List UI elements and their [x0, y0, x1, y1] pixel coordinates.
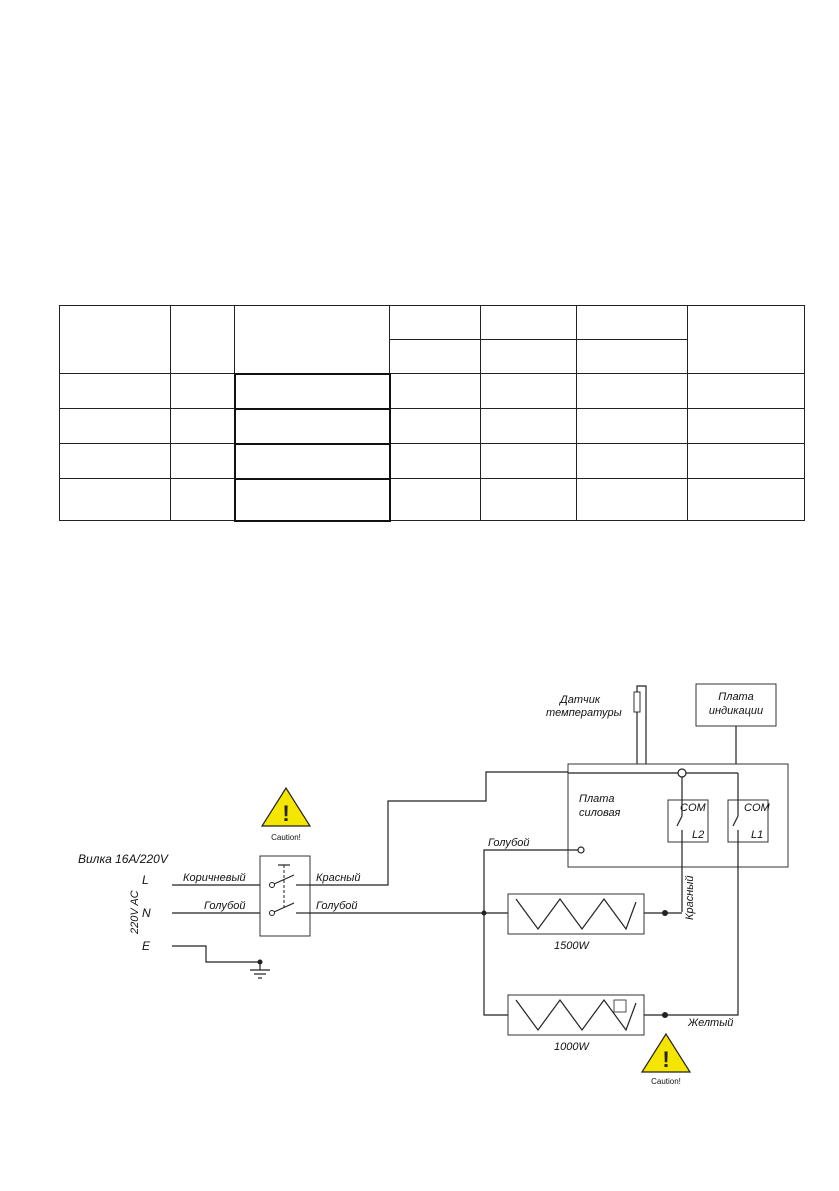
table-row: [59, 372, 805, 410]
table-cell: [233, 407, 391, 445]
table-row: [59, 305, 805, 374]
table-cell: [389, 373, 481, 409]
power-switch: [259, 855, 311, 937]
table-cell: [59, 305, 171, 374]
heater-1000w: 1000W Желтый: [507, 994, 733, 1053]
table-cell: [170, 443, 235, 479]
spec-table: [59, 305, 805, 522]
table-cell: [170, 373, 235, 409]
heater-1500w-label: 1500W: [554, 940, 590, 952]
table-cell: [480, 443, 577, 479]
table-cell: [59, 408, 171, 444]
wire-yellow-label: Желтый: [687, 1017, 733, 1029]
wire-red-vertical-label: Красный: [684, 876, 696, 920]
table-cell: [687, 373, 805, 409]
table-cell: [480, 478, 577, 521]
table-cell: [389, 305, 481, 340]
table-row: [59, 477, 805, 522]
wire-blue-out-label: Голубой: [316, 900, 358, 912]
wire-brown-label: Коричневый: [183, 872, 246, 884]
plug-label: Вилка 16А/220V: [78, 852, 169, 866]
indicator-board: Плата индикации: [695, 683, 777, 764]
terminal-l: L: [142, 873, 149, 887]
table-cell: [480, 373, 577, 409]
relay-l1-label: L1: [751, 829, 763, 841]
table-cell: [687, 443, 805, 479]
power-board-label-1: Плата: [579, 793, 614, 805]
table-row: [59, 407, 805, 445]
table-cell: [576, 305, 688, 340]
table-cell: [234, 305, 390, 374]
table-cell: [687, 478, 805, 521]
table-cell: [233, 477, 391, 522]
table-cell: [576, 478, 688, 521]
svg-text:!: !: [662, 1047, 669, 1072]
temperature-sensor: Датчик температуры: [546, 685, 647, 768]
table-row: [59, 442, 805, 480]
caution-bottom-label: Caution!: [651, 1077, 681, 1085]
table-cell: [389, 443, 481, 479]
switch-output: Красный Голубой Голубой: [310, 771, 578, 1016]
table-cell: [59, 373, 171, 409]
terminal-n: N: [142, 906, 151, 920]
table-cell: [576, 339, 688, 374]
wiring-diagram: Датчик температуры Плата индикации Плата…: [78, 683, 789, 1085]
table-cell: [480, 339, 577, 374]
warning-icon: [260, 786, 312, 827]
svg-text:!: !: [282, 801, 289, 826]
table-cell: [687, 305, 805, 374]
relay-l2-label: L2: [692, 829, 704, 841]
power-board-label-2: силовая: [579, 807, 621, 819]
wire-blue-top-label: Голубой: [488, 837, 530, 849]
sensor-label-1: Датчик: [558, 694, 601, 706]
table-cell: [576, 373, 688, 409]
table-cell: [233, 442, 391, 480]
indicator-board-label-2: индикации: [709, 705, 763, 717]
table-cell: [576, 443, 688, 479]
indicator-board-label-1: Плата: [718, 691, 753, 703]
table-cell: [480, 408, 577, 444]
wire-red-out-label: Красный: [316, 872, 360, 884]
table-cell: [233, 372, 391, 410]
table-cell: [389, 408, 481, 444]
table-cell: [170, 478, 235, 521]
thermal-fuse-icon: [613, 999, 627, 1013]
table-cell: [687, 408, 805, 444]
heater-1000w-label: 1000W: [554, 1041, 590, 1053]
sensor-label-2: температуры: [546, 707, 622, 719]
relay-l1: [727, 799, 769, 843]
wire-blue-left-label: Голубой: [204, 900, 246, 912]
table-cell: [170, 305, 235, 374]
table-cell: [389, 339, 481, 374]
terminal-e: E: [142, 939, 151, 953]
power-board: Плата силовая COM L2 COM L1: [567, 763, 789, 1016]
heater-1500w: 1500W Красный: [507, 876, 696, 952]
warning-icon: [640, 1032, 692, 1073]
relay-l2: [667, 799, 709, 843]
table-cell: [576, 408, 688, 444]
caution-sign-top: ! Caution!: [260, 786, 312, 842]
mains-input: Вилка 16А/220V L N E 220V AC Коричневый …: [78, 852, 272, 979]
caution-top-label: Caution!: [271, 833, 301, 842]
table-cell: [170, 408, 235, 444]
supply-label: 220V AC: [129, 890, 141, 935]
relay-l1-com: COM: [744, 802, 771, 814]
table-cell: [480, 305, 577, 340]
table-cell: [59, 478, 171, 521]
table-cell: [59, 443, 171, 479]
table-cell: [389, 478, 481, 521]
relay-l2-com: COM: [680, 802, 707, 814]
caution-sign-bottom: ! Caution!: [640, 1032, 692, 1085]
